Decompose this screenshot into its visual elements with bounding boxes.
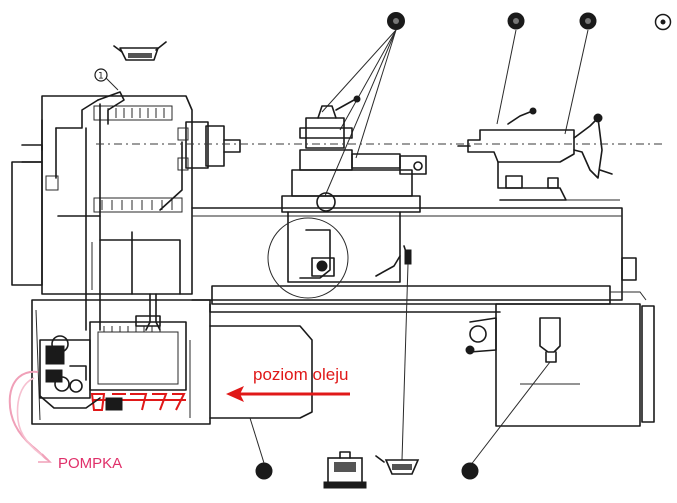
oil-can-icon	[323, 451, 367, 489]
lathe-base	[31, 299, 655, 467]
oil-level-arrow	[226, 386, 350, 402]
oil-can-icon	[113, 41, 167, 61]
carriage	[267, 95, 427, 461]
tailstock	[457, 107, 613, 201]
lubrication-point-icon	[387, 12, 405, 30]
top-lubrication-markers	[387, 12, 672, 31]
oil-can-icon	[375, 455, 420, 475]
lubrication-point-icon	[654, 13, 672, 31]
oil-pump	[39, 335, 101, 409]
drain-point-icon	[461, 462, 479, 480]
drain-point-icon	[255, 462, 273, 480]
top-leader-lines	[321, 29, 589, 197]
oil-level-label: poziom oleju	[253, 365, 348, 384]
callout-number: 1	[98, 72, 104, 82]
lubrication-point-icon	[507, 12, 525, 30]
pump-label: POMPKA	[58, 455, 122, 472]
lathe-bed	[191, 199, 647, 313]
headstock	[11, 91, 241, 331]
pump-callout-curve	[8, 370, 52, 463]
callout-marker: 1	[94, 68, 119, 91]
lubrication-point-icon	[579, 12, 597, 30]
oil-sump-tank	[89, 315, 187, 411]
bottom-lubrication-markers	[249, 417, 479, 489]
